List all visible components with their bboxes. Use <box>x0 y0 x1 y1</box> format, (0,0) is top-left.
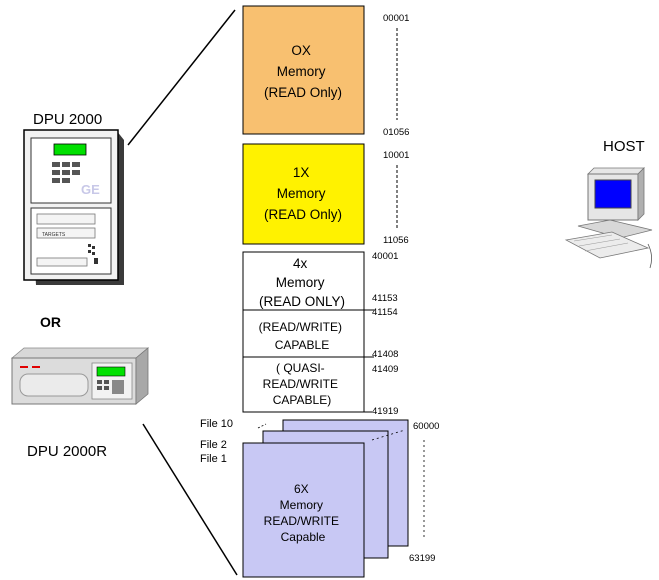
1x-memory-line-1: 1X <box>293 165 310 180</box>
file-2-label: File 2 <box>200 439 227 451</box>
4x-read-only-section: 4x Memory (READ ONLY) <box>259 256 345 309</box>
panel-logo-text: GE <box>81 182 100 197</box>
dpu2000r-label: DPU 2000R <box>27 443 107 460</box>
6x-end-address: 63199 <box>409 553 435 564</box>
ox-memory-line-3: (READ Only) <box>264 85 342 100</box>
file-10-label: File 10 <box>200 418 233 430</box>
1x-memory-block <box>242 143 365 245</box>
1x-start-address: 10001 <box>383 150 409 161</box>
dpu2000r-device <box>10 347 150 405</box>
4x-line-3: (READ ONLY) <box>259 294 345 309</box>
1x-memory-title: 1X Memory (READ Only) <box>264 165 342 222</box>
ox-start-address: 00001 <box>383 13 409 24</box>
4x-line-2: Memory <box>276 275 325 290</box>
6x-file-page-front <box>242 442 365 578</box>
4x-rw-line-1: (READ/WRITE) <box>259 320 342 334</box>
4x-quasi-line-2: READ/WRITE <box>263 377 338 391</box>
4x-memory-block <box>242 251 365 413</box>
4x-read-write-section: (READ/WRITE) CAPABLE <box>259 320 346 352</box>
zoom-line-bottom <box>142 423 238 576</box>
ox-memory-line-2: Memory <box>277 64 326 79</box>
6x-page-dots <box>371 429 406 441</box>
file-1-label: File 1 <box>200 453 227 465</box>
4x-address-41408: 41408 <box>372 349 398 360</box>
host-label: HOST <box>603 138 645 155</box>
ox-memory-block <box>242 5 365 135</box>
4x-quasi-line-3: CAPABLE) <box>273 393 331 407</box>
4x-line-1: 4x <box>293 256 308 271</box>
6x-start-address: 60000 <box>413 421 439 432</box>
6x-line-1: 6X <box>294 482 309 496</box>
1x-end-address: 11056 <box>383 235 409 246</box>
6x-line-4: Capable <box>281 530 326 544</box>
file-10-leader <box>257 423 267 429</box>
or-label: OR <box>40 314 61 330</box>
4x-rw-line-2: CAPABLE <box>275 338 329 352</box>
6x-line-3: READ/WRITE <box>264 514 339 528</box>
4x-address-41154: 41154 <box>372 307 398 318</box>
ox-end-address: 01056 <box>383 127 409 138</box>
4x-address-41409: 41409 <box>372 364 398 375</box>
ox-memory-title: OX Memory (READ Only) <box>264 43 342 100</box>
6x-line-2: Memory <box>280 498 323 512</box>
dpu2000-device: GE TARGETS <box>23 129 124 285</box>
4x-quasi-section: ( QUASI- READ/WRITE CAPABLE) <box>263 361 342 407</box>
panel-targets-text: TARGETS <box>42 232 66 238</box>
4x-address-41919: 41919 <box>372 406 398 417</box>
6x-memory-title: 6X Memory READ/WRITE Capable <box>264 482 343 544</box>
4x-address-41153: 41153 <box>372 293 398 304</box>
4x-address-40001: 40001 <box>372 251 398 262</box>
dpu2000-label: DPU 2000 <box>33 111 102 128</box>
4x-quasi-line-1: ( QUASI- <box>276 361 325 375</box>
1x-memory-line-2: Memory <box>277 186 326 201</box>
ox-memory-line-1: OX <box>291 43 311 58</box>
1x-memory-line-3: (READ Only) <box>264 207 342 222</box>
host-computer-icon <box>564 167 653 269</box>
zoom-line-top <box>127 9 236 146</box>
